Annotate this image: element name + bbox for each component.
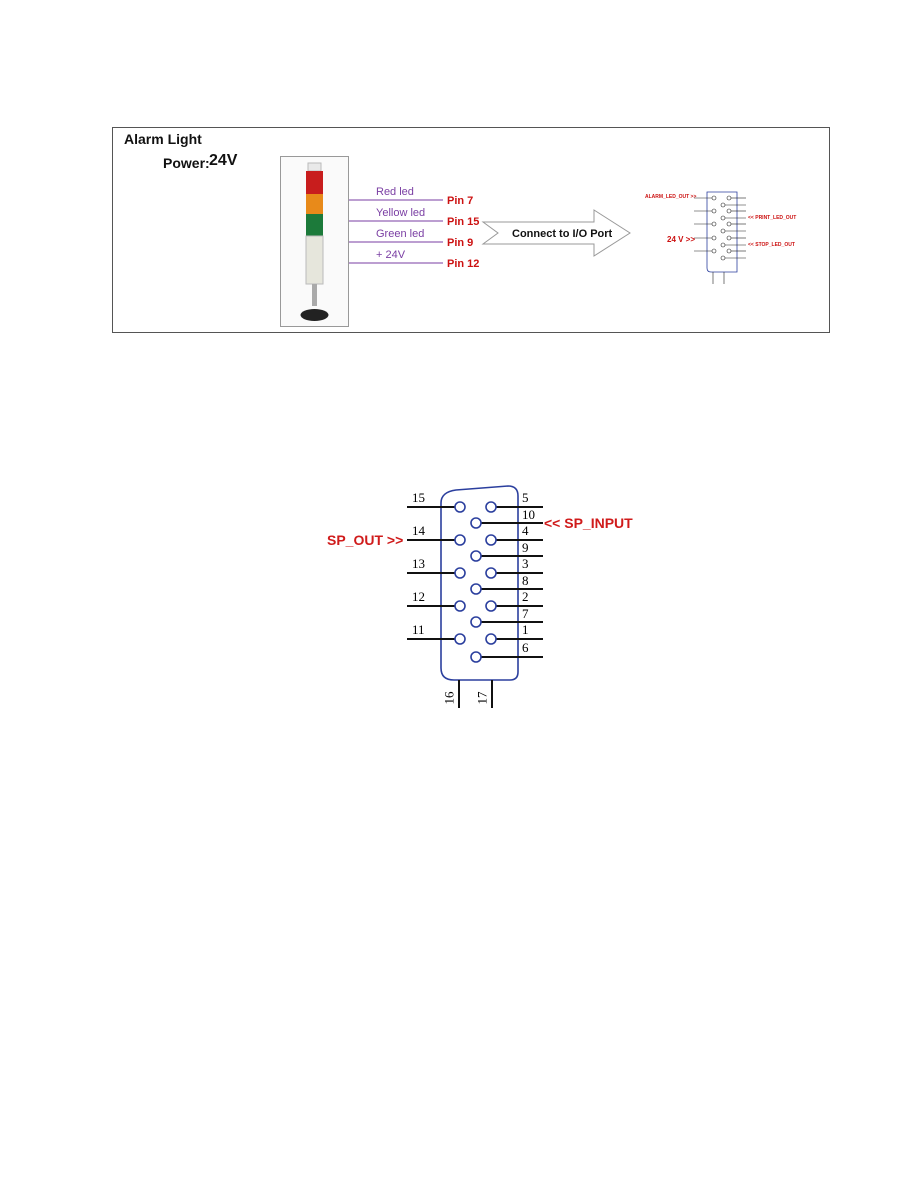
sp-out-label: SP_OUT >> <box>327 532 404 548</box>
connector-body <box>440 485 519 681</box>
pin-label-9: Pin 9 <box>447 237 474 249</box>
alarm-light-panel <box>112 127 830 333</box>
pin-number-15: 15 <box>412 490 425 505</box>
connect-arrow-label: Connect to I/O Port <box>512 228 613 240</box>
bottom-pin-lines <box>458 680 493 708</box>
right-pin-lines <box>480 506 543 658</box>
power-label: Power: <box>163 155 210 171</box>
pin-number-11: 11 <box>412 622 425 637</box>
left-pin-lines <box>407 506 456 640</box>
pin-number-3: 3 <box>522 556 529 571</box>
pin-number-13: 13 <box>412 556 425 571</box>
mini-label-24v: 24 V >> <box>667 235 696 244</box>
pin-number-6: 6 <box>522 640 529 655</box>
pin-number-9: 9 <box>522 540 529 555</box>
pin-number-2: 2 <box>522 589 529 604</box>
wire-label-red: Red led <box>376 186 414 198</box>
wire-label-yellow: Yellow led <box>376 207 426 219</box>
wire-label-green: Green led <box>376 228 425 240</box>
alarm-light-photo <box>280 156 349 327</box>
stack-light-image <box>300 162 329 321</box>
mini-label-alarm: ALARM_LED_OUT >> <box>645 194 697 200</box>
pin-number-12: 12 <box>412 589 425 604</box>
pin-number-4: 4 <box>522 523 529 538</box>
mini-label-print: << PRINT_LED_OUT <box>748 215 797 221</box>
pin-number-8: 8 <box>522 573 529 588</box>
pin-label-15: Pin 15 <box>447 216 480 228</box>
panel-title: Alarm Light <box>124 131 202 147</box>
pin-number-17: 17 <box>474 691 490 705</box>
power-value: 24V <box>209 152 238 169</box>
mini-connector <box>706 191 738 273</box>
wire-label-24v: + 24V <box>376 249 406 261</box>
pin-label-7: Pin 7 <box>447 195 474 207</box>
mini-label-stop: << STOP_LED_OUT <box>748 242 795 248</box>
sp-input-label: << SP_INPUT <box>544 515 633 531</box>
pin-label-12: Pin 12 <box>447 258 480 270</box>
connect-arrow <box>481 209 631 257</box>
pin-number-1: 1 <box>522 622 529 637</box>
pin-circles <box>454 501 497 663</box>
pin-number-5: 5 <box>522 490 529 505</box>
pin-number-10: 10 <box>522 507 535 522</box>
pin-number-16: 16 <box>441 691 457 705</box>
pin-number-14: 14 <box>412 523 425 538</box>
pin-number-7: 7 <box>522 606 529 621</box>
